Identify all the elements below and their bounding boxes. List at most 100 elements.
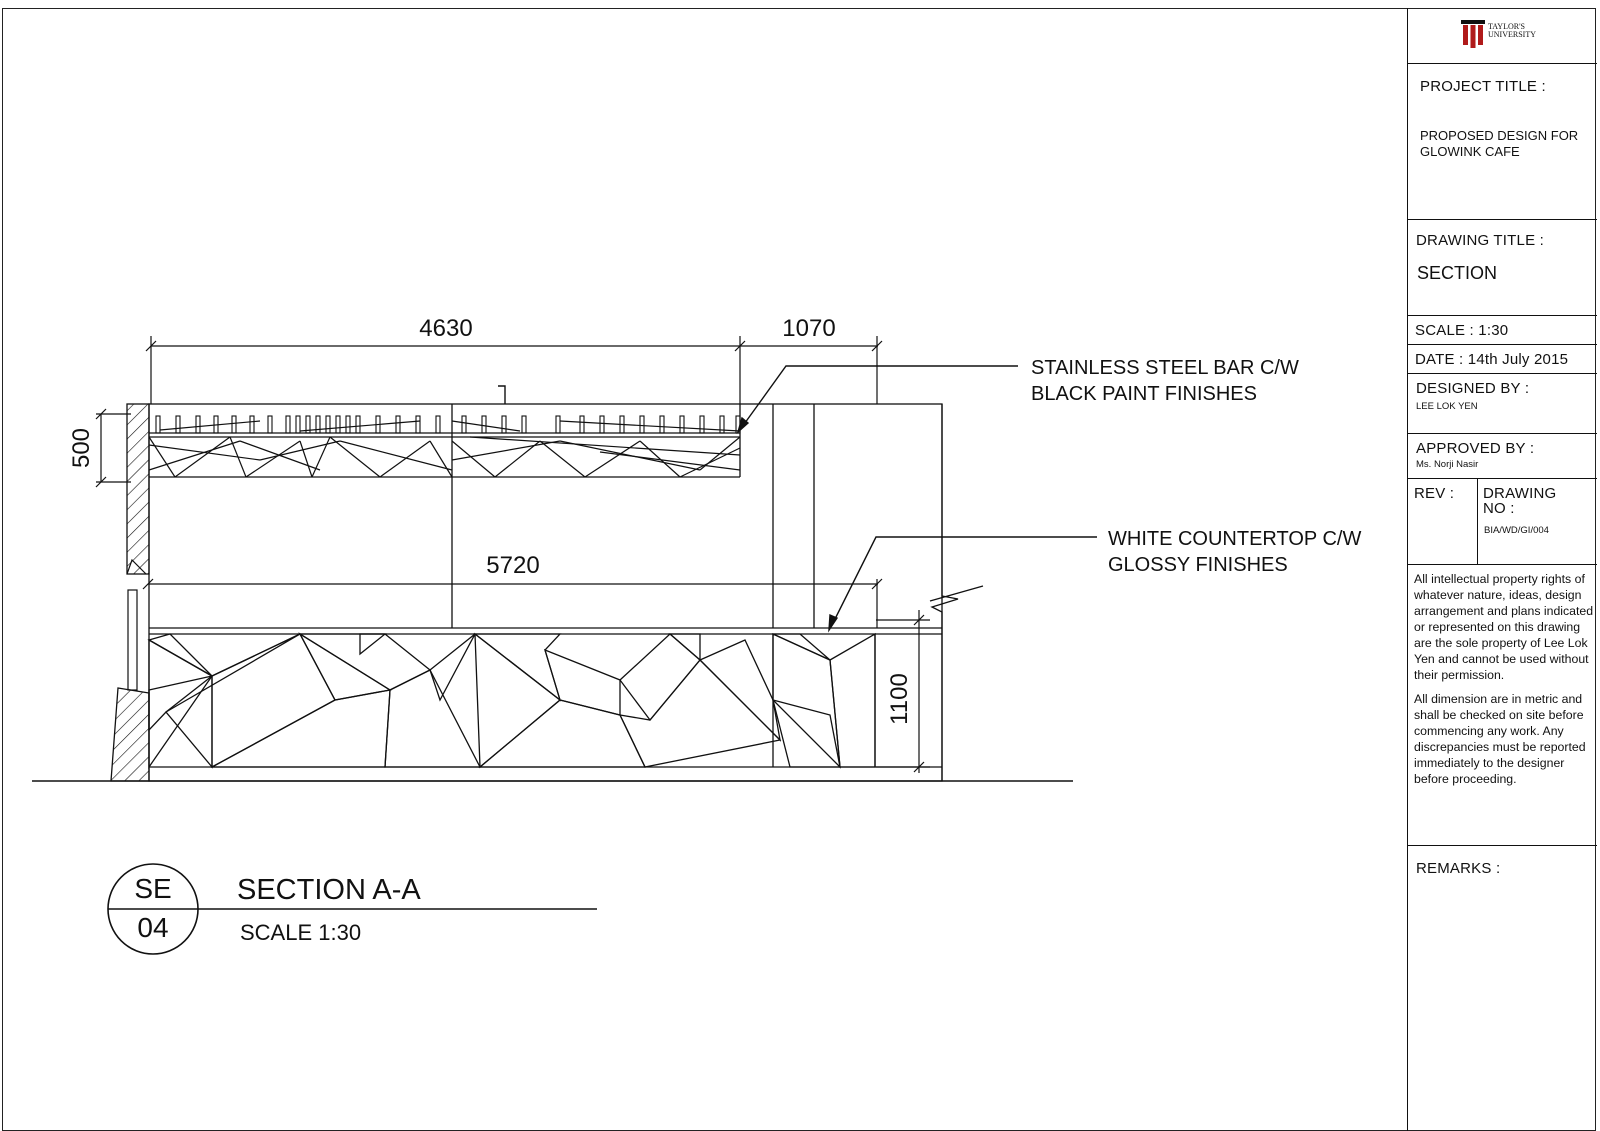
section-title: SECTION A-A <box>237 874 421 906</box>
steel-bar <box>501 415 507 434</box>
facet-line <box>311 436 331 478</box>
steel-bar <box>555 415 561 434</box>
steel-bar <box>195 415 201 434</box>
steel-bar <box>155 415 161 434</box>
facet-shape <box>211 633 336 769</box>
steel-bar <box>461 415 467 434</box>
note-steel-bar-line1: STAINLESS STEEL BAR C/W <box>1031 357 1299 379</box>
steel-bar <box>295 415 301 434</box>
facet-shape <box>429 633 476 702</box>
facet-line <box>599 451 741 471</box>
facet-line <box>451 420 521 432</box>
section-tag <box>107 863 597 955</box>
logo-text-2: UNIVERSITY <box>1488 30 1536 39</box>
approved-by-value: Ms. Norji Nasir <box>1416 459 1479 470</box>
dimension-5720: 5720 <box>486 552 539 579</box>
university-logo <box>1461 20 1485 48</box>
dimension-500-lines <box>95 408 131 488</box>
approved-by-cell: APPROVED BY : Ms. Norji Nasir <box>1408 434 1597 479</box>
scale-cell: SCALE : 1:30 <box>1408 316 1597 345</box>
steel-bar <box>175 415 181 434</box>
dimension-500: 500 <box>68 428 95 468</box>
facet-line <box>159 420 261 431</box>
facet-shape <box>698 639 781 742</box>
section-scale: SCALE 1:30 <box>240 920 361 945</box>
section-drawing: 4630 1070 500 5720 1100 STAINLESS STEEL … <box>32 315 1361 955</box>
project-title-label: PROJECT TITLE : <box>1420 78 1546 95</box>
drawing-no-label-1: DRAWING <box>1483 485 1557 502</box>
leader-countertop <box>828 536 1097 633</box>
facet-shape <box>772 633 831 661</box>
scale-value: SCALE : 1:30 <box>1415 322 1509 339</box>
project-title-cell: PROJECT TITLE : PROPOSED DESIGN FOR GLOW… <box>1408 64 1597 220</box>
dimension-1100: 1100 <box>886 673 913 725</box>
dimension-note: All dimension are in metric and shall be… <box>1414 692 1586 786</box>
drawing-no-value: BIA/WD/GI/004 <box>1484 525 1549 536</box>
steel-bar <box>249 415 255 434</box>
steel-bar <box>719 415 725 434</box>
facet-line <box>148 436 176 478</box>
logo-cell: TAYLOR'S UNIVERSITY <box>1408 8 1597 64</box>
facet-line <box>259 440 341 461</box>
steel-bar <box>231 415 237 434</box>
steel-bar <box>679 415 685 434</box>
note-countertop-line2: GLOSSY FINISHES <box>1108 554 1288 576</box>
section-tag-code: SE <box>134 873 171 904</box>
steel-bar <box>415 415 421 434</box>
facet-shape <box>148 675 213 732</box>
ip-rights-note: All intellectual property rights of what… <box>1414 572 1594 682</box>
steel-bar <box>521 415 527 434</box>
approved-by-label: APPROVED BY : <box>1416 440 1535 457</box>
counter-structure <box>148 403 984 782</box>
facet-line <box>639 440 681 478</box>
facet-shape <box>384 669 482 768</box>
facet-shape <box>668 633 701 662</box>
dimension-top <box>145 336 883 404</box>
logo-text-1: TAYLOR'S <box>1488 22 1525 31</box>
facet-shape <box>618 659 782 768</box>
date-cell: DATE : 14th July 2015 <box>1408 345 1597 374</box>
steel-bars <box>155 415 741 434</box>
facet-shape <box>165 633 301 769</box>
facet-line <box>148 440 241 471</box>
facet-line <box>494 440 541 478</box>
facet-shape <box>211 689 391 768</box>
drawing-title-value: SECTION <box>1417 263 1498 283</box>
steel-bar <box>285 415 291 434</box>
notes-cell: All intellectual property rights of what… <box>1408 565 1597 846</box>
steel-bar <box>355 415 361 434</box>
facet-shape <box>473 633 562 702</box>
facet-line <box>174 436 231 478</box>
facet-line <box>379 440 431 478</box>
facet-shape <box>147 633 213 677</box>
facet-shape <box>298 632 392 701</box>
facet-shape <box>359 633 387 656</box>
facet-line <box>584 440 641 478</box>
note-countertop-line1: WHITE COUNTERTOP C/W <box>1108 528 1361 550</box>
project-title-line2: GLOWINK CAFE <box>1420 144 1520 159</box>
left-wall <box>110 403 150 782</box>
facet-line <box>239 440 321 471</box>
designed-by-label: DESIGNED BY : <box>1416 380 1530 397</box>
date-value: DATE : 14th July 2015 <box>1415 351 1569 368</box>
facet-line <box>299 420 421 432</box>
drawing-no-label-2: NO : <box>1483 500 1515 517</box>
rev-label: REV : <box>1414 485 1455 502</box>
facet-shape <box>474 632 562 769</box>
facet-line <box>429 440 453 478</box>
facet-line <box>299 440 313 478</box>
faceted-panel-bottom <box>147 632 876 770</box>
title-block: TAYLOR'S UNIVERSITY PROJECT TITLE : PROP… <box>1407 8 1597 1131</box>
steel-bar <box>267 415 273 434</box>
facet-line <box>451 440 496 478</box>
facet-line <box>329 436 381 478</box>
facet-shape <box>772 632 841 769</box>
facet-shape <box>543 648 621 716</box>
leader-steel-bar <box>498 365 1018 435</box>
steel-bar <box>579 415 585 434</box>
steel-bar <box>315 415 321 434</box>
facet-line <box>559 420 741 432</box>
designed-by-value: LEE LOK YEN <box>1416 401 1478 412</box>
dimension-1070: 1070 <box>782 315 835 342</box>
dimension-4630: 4630 <box>419 315 472 342</box>
